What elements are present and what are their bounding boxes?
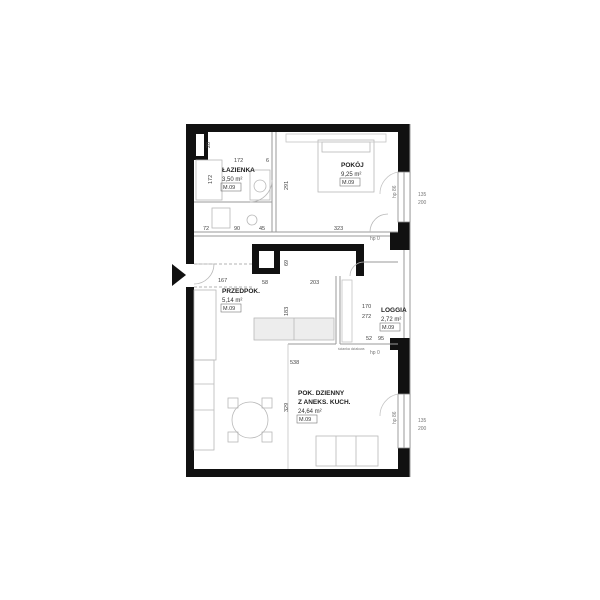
bathtub — [195, 159, 223, 201]
dim-label: 538 — [290, 360, 299, 366]
room-pokoj: POKÓJ 9,25 m² M.09 — [339, 160, 364, 187]
dimensions: 20 172 6 172 291 72 90 45 323 69 58 203 … — [203, 142, 427, 432]
dim-label: 45 — [259, 226, 265, 232]
room-code: M.09 — [342, 180, 354, 186]
dim-label: 291 — [284, 181, 290, 190]
wall-right-bottom — [398, 448, 410, 477]
dim-label: 69 — [284, 260, 290, 266]
wall-bottom — [186, 469, 410, 477]
bed — [317, 139, 375, 193]
doors — [193, 179, 389, 285]
room-area: 24,64 m² — [298, 409, 322, 415]
room-area: 2,72 m² — [381, 317, 401, 323]
dim-label: 200 — [418, 426, 427, 432]
dim-label: 172 — [208, 175, 214, 184]
room-pok-dzienny: POK. DZIENNY Z ANEKS. KUCH. 24,64 m² M.0… — [296, 390, 351, 424]
room-area: 3,50 m² — [222, 177, 242, 183]
washbasin — [253, 179, 267, 193]
room-loggia: LOGGIA 2,72 m² M.09 — [379, 307, 407, 332]
room-name: POKÓJ — [341, 160, 364, 169]
walls — [186, 124, 410, 477]
room-name: ŁAZIENKA — [222, 167, 255, 174]
room-name: LOGGIA — [381, 307, 407, 314]
bathroom-fixtures — [195, 159, 271, 229]
wall-right-lower — [398, 338, 410, 394]
room-code: M.09 — [299, 417, 311, 423]
wall-shaft-left — [252, 244, 259, 274]
wardrobe — [285, 133, 387, 143]
dim-label: 323 — [334, 226, 343, 232]
dim-label: 329 — [284, 403, 290, 412]
wall-top — [186, 124, 410, 132]
room-name: PRZEDPOK. — [222, 288, 260, 295]
dim-label: 135 — [418, 418, 427, 424]
dim-label: 58 — [262, 280, 268, 286]
room-code: M.09 — [223, 185, 235, 191]
wall-right-top — [398, 124, 410, 172]
dim-label: hp 86 — [392, 411, 398, 424]
dim-label: 272 — [362, 314, 371, 320]
dim-label: 203 — [310, 280, 319, 286]
dim-label: 6 — [266, 158, 269, 164]
dim-label: 200 — [418, 200, 427, 206]
wall-right-jamb — [390, 232, 400, 250]
room-area: 9,25 m² — [341, 172, 361, 178]
room-code: M.09 — [382, 325, 394, 331]
dim-label: 20 — [206, 142, 212, 148]
toilet — [246, 214, 258, 226]
dim-label: 95 — [378, 336, 384, 342]
wall-interior-h — [252, 244, 364, 251]
room-name-line1: POK. DZIENNY — [298, 390, 345, 397]
washing-machine — [211, 207, 231, 229]
partitions — [194, 124, 411, 477]
room-lazienka: ŁAZIENKA 3,50 m² M.09 — [220, 167, 255, 192]
sofa — [315, 435, 379, 467]
entrance-arrow-icon — [172, 264, 186, 286]
hall-kitchen-furniture — [193, 279, 379, 467]
dining-table — [231, 401, 269, 439]
windows — [379, 171, 411, 449]
shower-tray — [249, 169, 271, 201]
wall-left-lower — [186, 287, 194, 477]
hall-wardrobe — [193, 289, 217, 361]
room-name-line2: Z ANEKS. KUCH. — [298, 399, 351, 406]
wall-left-upper — [186, 124, 194, 264]
wall-shaft-bottom — [252, 268, 280, 274]
room-przedpok: PRZEDPOK. 5,14 m² M.09 — [220, 288, 260, 313]
dim-label: 72 — [203, 226, 209, 232]
room-code: M.09 — [223, 306, 235, 312]
bedroom-furniture — [285, 133, 387, 193]
dim-label: ścianka działowa — [338, 347, 365, 351]
dim-label: 167 — [218, 278, 227, 284]
dim-label: 52 — [366, 336, 372, 342]
dim-label: 170 — [362, 304, 371, 310]
dim-label: 172 — [234, 158, 243, 164]
dim-label: hp 0 — [370, 236, 380, 242]
wall-interior-v — [356, 244, 364, 276]
room-area: 5,14 m² — [222, 298, 242, 304]
wall-shaft-right — [274, 244, 280, 274]
dim-label: hp 86 — [392, 185, 398, 198]
kitchen-counter — [193, 359, 215, 451]
dim-label: 183 — [284, 307, 290, 316]
loggia-bench — [341, 279, 353, 343]
wall-right-mid — [398, 222, 410, 250]
dim-label: 135 — [418, 192, 427, 198]
dim-label: 90 — [234, 226, 240, 232]
dim-label: hp 0 — [370, 350, 380, 356]
